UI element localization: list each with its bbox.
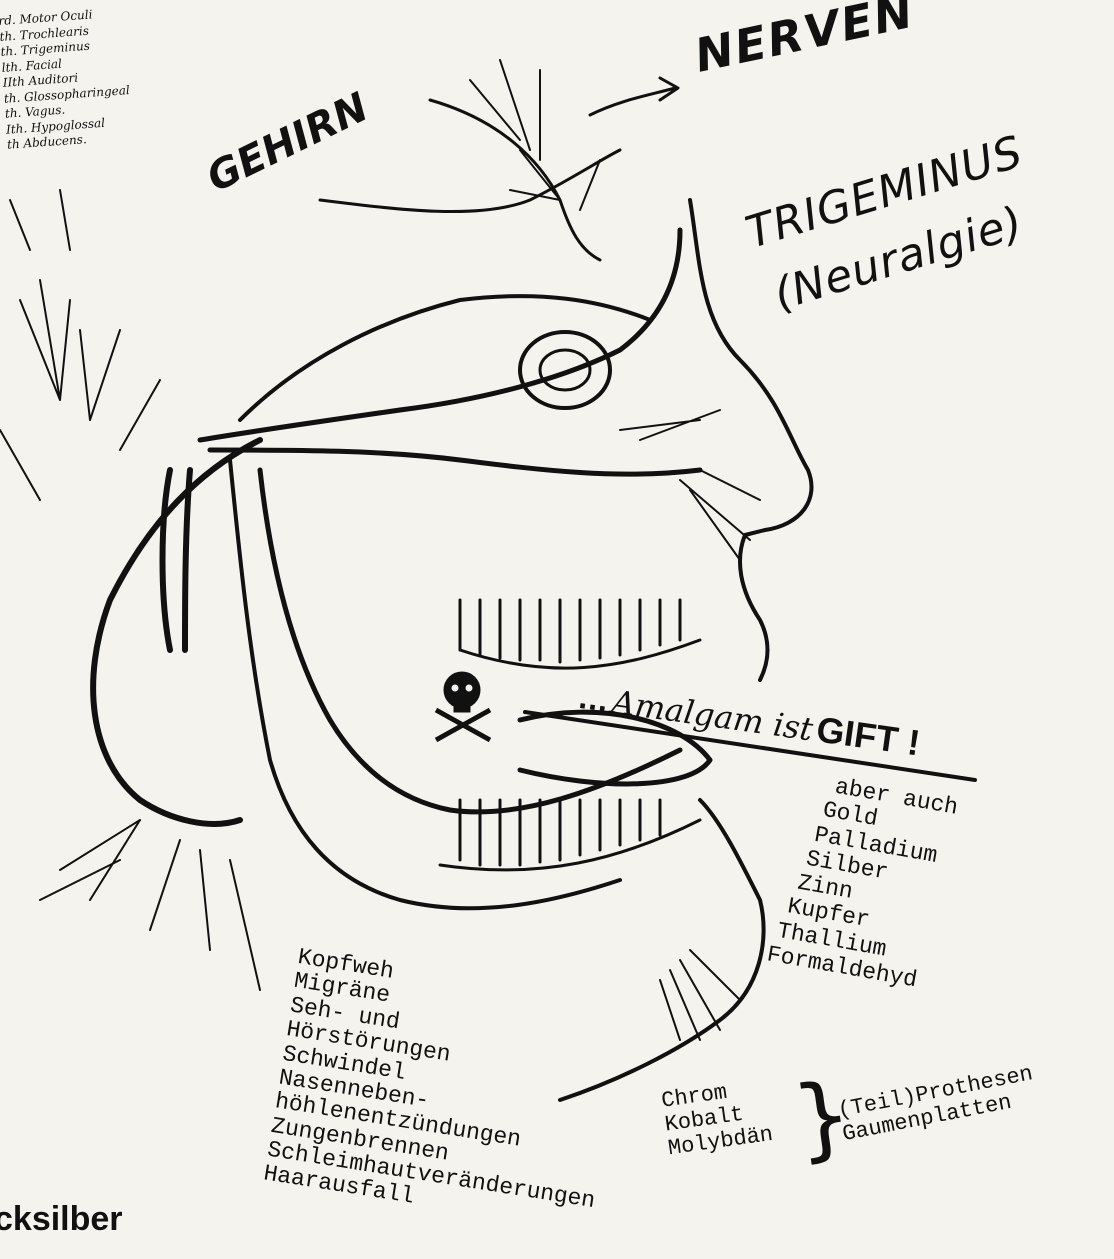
nerve-trunk-middle [210,450,700,474]
eye [520,332,610,408]
nerve-branches-neck [40,820,260,990]
arrow-to-nerven [590,78,678,115]
symptoms-list: Kopfweh Migräne Seh- und Hörstörungen Sc… [262,945,627,1238]
skull-crossbones-icon [436,672,490,740]
eye-inner [540,350,590,390]
nerve-branches-forehead [470,60,600,210]
nerve-branches-scalp [0,190,160,500]
lower-teeth [440,800,700,870]
nerve-branches-chin [660,950,740,1040]
nerve-trunk-lower [260,470,680,812]
quecksilber-label: cksilber [0,1200,123,1239]
neck-outline [163,470,191,650]
prosthesis-metals: Chrom Kobalt Molybdän [660,1075,775,1162]
cranial-nerve-legend: rd. Motor Oculi th. Trochlearis th. Trig… [0,5,133,153]
amalgam-dots: ... [576,685,610,719]
metals-list: aber auch Gold Palladium Silber Zinn Kup… [765,768,960,995]
upper-teeth [460,600,700,668]
nerve-trunk-upper [200,230,680,440]
nerve-branches-nose [620,410,760,560]
